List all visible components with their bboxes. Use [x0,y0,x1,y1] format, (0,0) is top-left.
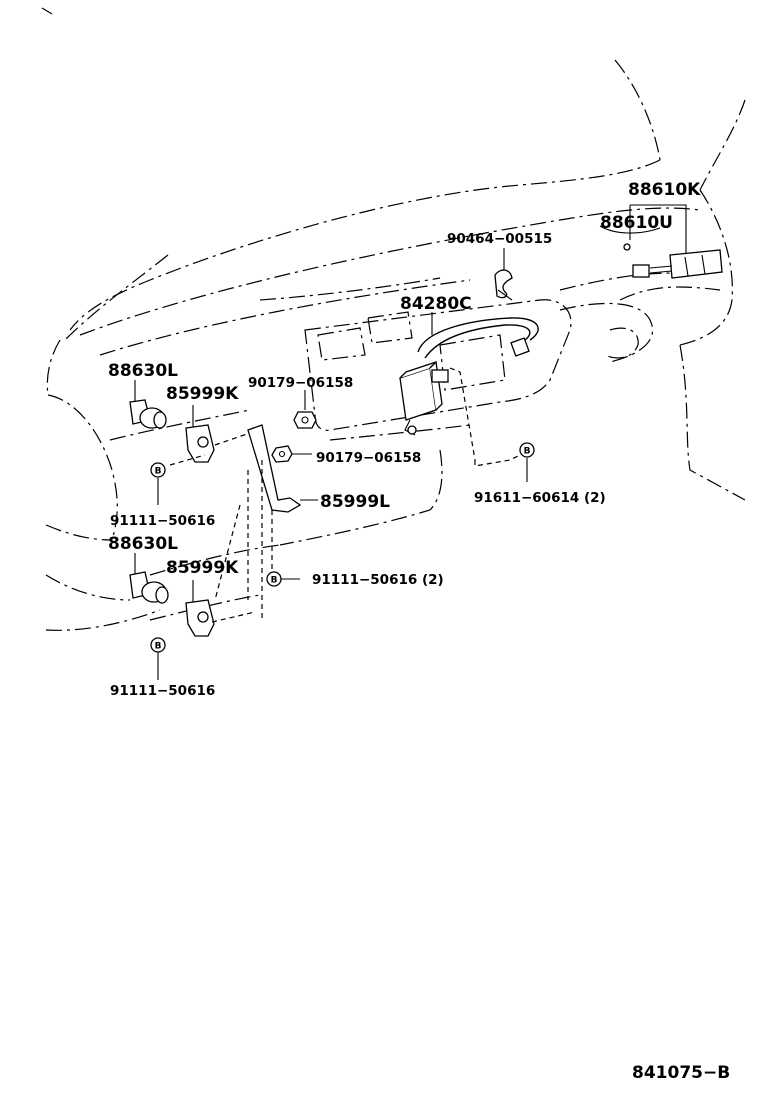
svg-text:B: B [524,447,531,457]
sensor-88630L-upper [129,380,167,429]
label-90179-06158-lower: 90179−06158 [316,450,421,466]
label-88610U: 88610U [600,213,673,233]
nut-90179-lower [271,445,312,463]
b-marker-2: B [519,442,535,458]
bracket-85999K-upper [169,405,251,466]
clip-90464 [494,248,513,301]
label-85999K-lower: 85999K [166,558,239,578]
nut-90179-upper [293,390,317,429]
b-marker-1: B [150,462,166,478]
label-84280C: 84280C [400,294,472,314]
label-90464-00515: 90464−00515 [447,231,552,247]
bracket-85999L [214,424,318,620]
label-88630L-upper: 88630L [108,361,178,381]
svg-text:B: B [155,467,162,477]
module-84280C [399,312,539,467]
svg-text:B: B [155,642,162,652]
diagram-id: 841075−B [632,1063,730,1083]
label-88630L-lower: 88630L [108,534,178,554]
body-outline [45,59,746,631]
label-91611-60614: 91611−60614 (2) [474,490,606,506]
bracket-85999K-lower [185,580,256,637]
label-91111-50616-upper: 91111−50616 [110,513,215,529]
sensor-88630L-lower [129,553,169,604]
svg-text:B: B [271,576,278,586]
switch-88610K [599,204,723,279]
label-85999K-upper: 85999K [166,384,239,404]
label-91111-50616-mid: 91111−50616 (2) [312,572,444,588]
b-marker-4: B [150,637,166,653]
label-88610K: 88610K [628,180,701,200]
label-91111-50616-lower: 91111−50616 [110,683,215,699]
label-85999L: 85999L [320,492,390,512]
b-marker-3: B [266,571,282,587]
label-90179-06158-upper: 90179−06158 [248,375,353,391]
corner-mark [41,7,53,15]
